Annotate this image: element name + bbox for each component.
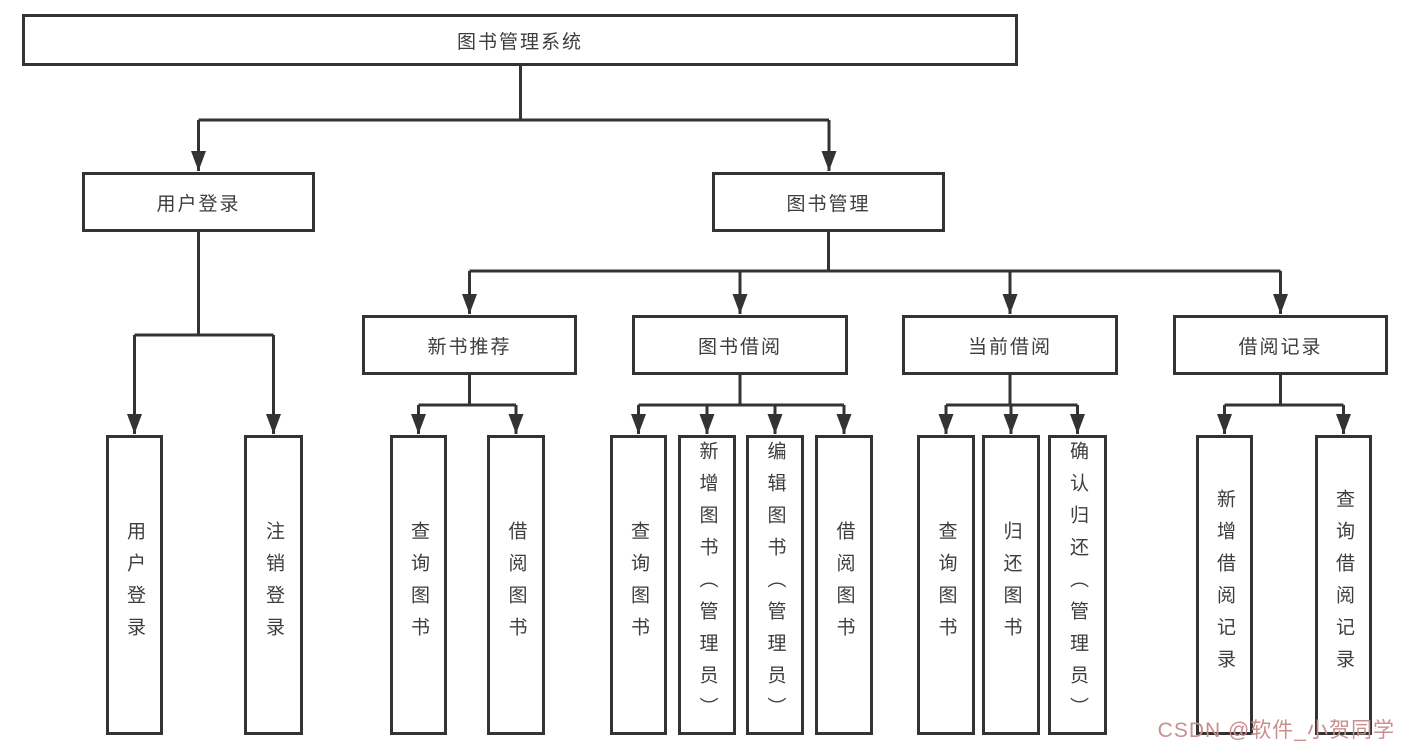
connector-trunks <box>134 64 1344 407</box>
node-borrow-records: 借阅记录 <box>1173 315 1388 375</box>
node-book-management: 图书管理 <box>712 172 945 232</box>
leaf-confirm-return-admin: 确认归还（管理员） <box>1048 435 1107 735</box>
node-current-borrow: 当前借阅 <box>902 315 1118 375</box>
leaf-borrow-books-2: 借阅图书 <box>815 435 873 735</box>
node-system-root: 图书管理系统 <box>22 14 1018 66</box>
leaf-return-books: 归还图书 <box>982 435 1040 735</box>
node-user-login: 用户登录 <box>82 172 315 232</box>
leaf-user-login: 用户登录 <box>106 435 163 735</box>
csdn-watermark: CSDN @软件_小贺同学 <box>1157 719 1395 742</box>
node-new-book-recommend: 新书推荐 <box>362 315 577 375</box>
node-book-borrow: 图书借阅 <box>632 315 848 375</box>
leaf-borrow-books-1: 借阅图书 <box>487 435 545 735</box>
leaf-query-books-1: 查询图书 <box>390 435 447 735</box>
leaf-query-books-3: 查询图书 <box>917 435 975 735</box>
leaf-add-borrow-record: 新增借阅记录 <box>1196 435 1253 735</box>
leaf-query-books-2: 查询图书 <box>610 435 667 735</box>
leaf-query-borrow-record: 查询借阅记录 <box>1315 435 1372 735</box>
leaf-add-books-admin: 新增图书（管理员） <box>678 435 736 735</box>
leaf-edit-books-admin: 编辑图书（管理员） <box>746 435 804 735</box>
connector-arrows <box>127 120 1351 434</box>
leaf-logout: 注销登录 <box>244 435 303 735</box>
